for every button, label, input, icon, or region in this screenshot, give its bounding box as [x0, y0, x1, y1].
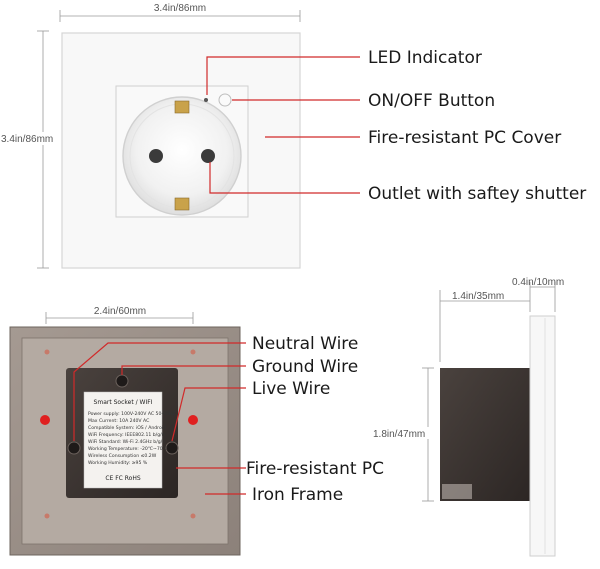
left-red-mark — [40, 415, 50, 425]
ground-wire-label: Ground Wire — [252, 357, 358, 377]
product-label-line: Max Current: 10A 240V AC — [88, 418, 149, 424]
front-view: 3.4in/86mm 3.4in/86mm LED Indicator ON/O… — [1, 1, 586, 269]
top-ground-clip — [174, 100, 190, 114]
plate-thickness-dimension: 0.4in/10mm — [512, 277, 564, 312]
outlet-label: Outlet with saftey shutter — [368, 184, 586, 204]
product-label-line: Compatible System: iOS / Android — [88, 425, 166, 431]
front-width-dimension: 3.4in/86mm — [59, 1, 301, 22]
outlet-cup — [122, 96, 242, 216]
neutral-wire-label: Neutral Wire — [252, 334, 358, 354]
live-terminal — [165, 441, 179, 455]
product-label-title: Smart Socket / WIFI — [94, 399, 153, 406]
left-pin-hole — [149, 149, 163, 163]
led-indicator-label: LED Indicator — [368, 48, 482, 68]
depth-dimension: 1.4in/35mm — [439, 290, 530, 362]
bottom-ground-clip — [174, 197, 190, 211]
live-wire-label: Live Wire — [252, 379, 330, 399]
side-height-label: 1.8in/47mm — [373, 429, 425, 440]
right-red-mark — [188, 415, 198, 425]
side-height-dimension: 1.8in/47mm — [373, 367, 434, 502]
plate-thickness-label: 0.4in/10mm — [512, 277, 564, 288]
side-view: 0.4in/10mm 1.4in/35mm 1.8in/47mm — [373, 277, 564, 557]
front-height-dimension: 3.4in/86mm — [1, 30, 60, 269]
certification-marks: CE FC RoHS — [105, 475, 141, 482]
side-module-body — [440, 368, 530, 501]
right-pin-hole — [201, 149, 215, 163]
led-indicator-icon — [204, 98, 208, 102]
iron-frame-label: Iron Frame — [252, 485, 343, 505]
cover-label: Fire-resistant PC Cover — [368, 128, 561, 148]
product-label-line: WiFi Frequency: IEEE802.11 b/g/n — [88, 432, 165, 438]
led-leader — [206, 56, 360, 95]
product-label-line: Power supply: 100V-240V AC 50-60HZ — [88, 411, 176, 417]
product-label-line: Working Humidity: ≥95 % — [88, 460, 148, 466]
neutral-leader — [73, 342, 246, 441]
side-plate — [529, 315, 556, 557]
outlet-leader — [209, 162, 360, 194]
back-width-label: 2.4in/60mm — [94, 306, 146, 317]
back-width-dimension: 2.4in/60mm — [45, 304, 194, 324]
front-width-label: 3.4in/86mm — [154, 3, 206, 14]
product-label-line: Working Temperature: -20℃~70℃ — [88, 446, 168, 452]
ground-leader — [121, 365, 246, 375]
live-leader — [171, 387, 246, 442]
product-label — [83, 391, 163, 489]
front-height-label: 3.4in/86mm — [1, 134, 53, 145]
on-off-button[interactable] — [218, 93, 232, 107]
ground-terminal — [115, 374, 129, 388]
product-label-line: Wireless Consumption ≤0.2W — [88, 453, 157, 459]
product-label-line: WiFi Standard: Wi-Fi 2.4GHz b/g/n — [88, 439, 165, 445]
fire-resistant-pc-label: Fire-resistant PC — [246, 459, 384, 479]
depth-label: 1.4in/35mm — [452, 291, 504, 302]
on-off-button-label: ON/OFF Button — [368, 91, 495, 111]
back-view: 2.4in/60mm Smart Socket / WIFI Power sup… — [9, 304, 384, 556]
neutral-terminal — [67, 441, 81, 455]
